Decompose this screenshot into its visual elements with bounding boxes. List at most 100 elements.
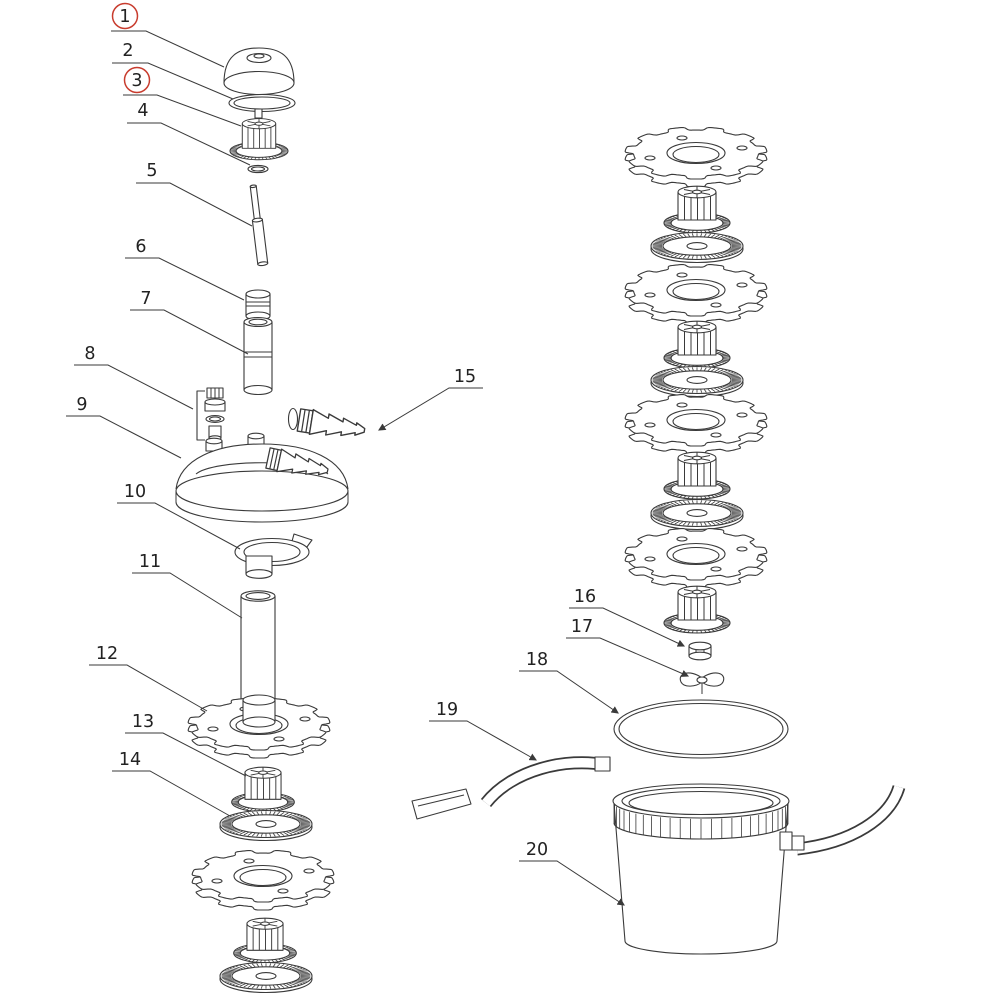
svg-text:18: 18 — [526, 650, 548, 670]
leader-line — [566, 637, 690, 677]
svg-text:4: 4 — [137, 101, 148, 121]
part-label-12: 12 — [89, 644, 208, 712]
leader-line — [125, 732, 247, 777]
left-assembly — [175, 47, 368, 994]
right-assembly — [411, 126, 906, 955]
leader-line — [112, 770, 231, 817]
part-14-bearing-disc — [219, 809, 313, 842]
cartridge-stack-4 — [663, 585, 731, 634]
circle-highlight — [123, 66, 151, 94]
svg-text:19: 19 — [436, 700, 458, 720]
disc-stack-1 — [650, 231, 744, 264]
svg-text:20: 20 — [526, 840, 548, 860]
part-3-rotor — [229, 108, 289, 161]
part-7-riser-tube — [243, 316, 273, 396]
svg-text:1: 1 — [119, 7, 130, 27]
part-8-fitting-set — [196, 387, 226, 441]
part-18-o-ring — [613, 699, 789, 759]
filter-plate-stack-3 — [624, 393, 768, 455]
part-2-seal-ring — [228, 93, 296, 113]
disc-stack-3 — [650, 498, 744, 531]
part-17-propeller — [679, 672, 725, 694]
part-label-20: 20 — [519, 840, 625, 906]
part-label-19: 19 — [429, 700, 537, 761]
part-1-cover-cap — [223, 47, 295, 96]
leader-line — [66, 415, 182, 459]
part-label-11: 11 — [132, 552, 243, 619]
part-label-9: 9 — [66, 395, 182, 459]
part-11-outlet-tube — [240, 590, 276, 707]
leader-line — [136, 182, 253, 227]
part-label-18: 18 — [519, 650, 619, 714]
svg-text:5: 5 — [146, 161, 157, 181]
leader-line — [111, 30, 225, 68]
svg-text:14: 14 — [119, 750, 141, 770]
part-12-top-plate — [187, 694, 331, 759]
svg-text:12: 12 — [96, 644, 118, 664]
part-label-8: 8 — [74, 344, 194, 410]
leader-line — [89, 664, 208, 712]
part-5-shaft — [249, 184, 269, 267]
cartridge-stack-2 — [663, 320, 731, 369]
circle-highlight — [111, 2, 139, 30]
filter-plate-stack-2 — [624, 263, 768, 325]
part-label-10: 10 — [117, 482, 241, 550]
part-label-7: 7 — [130, 289, 249, 355]
part-9-pump-lid — [175, 432, 349, 523]
svg-text:15: 15 — [454, 367, 476, 387]
leader-line — [112, 62, 234, 100]
disc-stack-2 — [650, 365, 744, 398]
part-20-bucket — [612, 783, 793, 955]
filter-plate-stack-1 — [624, 126, 768, 188]
svg-text:10: 10 — [124, 482, 146, 502]
part-label-16: 16 — [569, 587, 686, 647]
part-label-13: 13 — [125, 712, 247, 777]
leader-line — [123, 94, 242, 127]
part-label-1: 1 — [111, 2, 225, 68]
leader-line — [378, 387, 483, 431]
part-4-o-ring — [247, 164, 269, 174]
leader-line — [519, 860, 625, 906]
part-label-3: 3 — [123, 66, 242, 127]
labels-layer: 1 2 3 4 5 6 7 8 — [66, 2, 690, 906]
part-16-lock-nut — [688, 641, 712, 661]
leader-line — [519, 670, 619, 714]
bucket-latch — [779, 831, 793, 851]
impeller-repeat — [233, 917, 297, 964]
leader-line — [74, 364, 194, 410]
svg-text:11: 11 — [139, 552, 161, 572]
part-label-17: 17 — [566, 617, 690, 677]
part-label-2: 2 — [112, 41, 234, 100]
svg-text:2: 2 — [122, 41, 133, 61]
svg-text:16: 16 — [574, 587, 596, 607]
leader-line — [130, 309, 249, 355]
part-label-4: 4 — [127, 101, 251, 166]
part-label-5: 5 — [136, 161, 253, 227]
part-label-14: 14 — [112, 750, 231, 817]
svg-text:3: 3 — [131, 71, 142, 91]
cartridge-stack-3 — [663, 451, 731, 500]
leader-line — [569, 607, 686, 647]
svg-text:17: 17 — [571, 617, 593, 637]
part-label-6: 6 — [125, 237, 245, 301]
part-6-coupling — [245, 289, 271, 321]
leader-line — [429, 720, 537, 761]
bearing-disc-repeat — [219, 961, 313, 994]
filter-plate-stack-4 — [624, 527, 768, 589]
filter-plate-repeat — [191, 849, 335, 911]
cartridge-stack-1 — [663, 185, 731, 234]
leader-line — [127, 122, 251, 166]
svg-text:6: 6 — [135, 237, 146, 257]
part-15-hose-barbs — [264, 406, 368, 483]
part-10-twist-collar — [234, 533, 313, 579]
part-19-clamp-band — [411, 756, 906, 856]
svg-text:7: 7 — [140, 289, 151, 309]
svg-text:9: 9 — [76, 395, 87, 415]
leader-line — [117, 502, 241, 550]
svg-text:8: 8 — [84, 344, 95, 364]
part-label-15: 15 — [378, 367, 483, 431]
leader-line — [125, 257, 245, 301]
svg-text:13: 13 — [132, 712, 154, 732]
